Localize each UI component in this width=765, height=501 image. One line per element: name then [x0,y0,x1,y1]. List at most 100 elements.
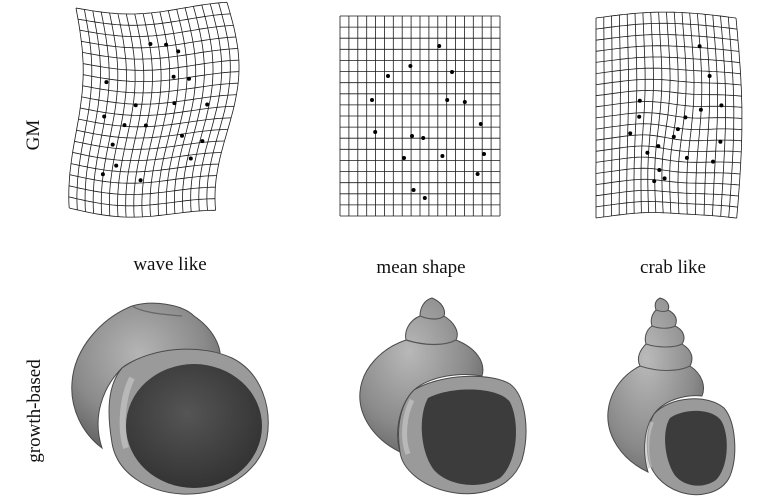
column-label-mean-shape: mean shape [376,257,466,278]
crab-like-deformation-grid [595,11,743,219]
landmark-point [110,142,115,147]
grid-line [720,15,727,217]
landmark-point [373,130,378,134]
landmark-point [422,196,427,200]
grid-line [206,2,231,211]
grid-line [595,189,739,197]
landmark-point [662,176,667,181]
grid-line [669,12,679,214]
grid-line [595,212,737,219]
landmark-point [411,188,416,192]
landmark-point [370,98,374,102]
landmark-point [628,131,633,136]
landmark-point [697,44,702,49]
landmark-point [657,168,662,172]
landmark-point [205,102,210,107]
landmark-point [707,74,712,78]
grid-line [595,178,740,186]
landmark-point [104,80,109,85]
grid-line [595,34,739,41]
landmark-point [645,150,650,155]
grid-line [727,16,735,218]
landmark-point [164,42,169,47]
grid-line [69,207,216,218]
landmark-point [148,42,153,46]
landmark-point [172,101,177,106]
landmark-point [637,98,642,103]
landmark-point [114,163,119,168]
row-label-gm: GM [23,119,44,151]
grid-line [654,12,663,213]
landmark-point [421,136,426,140]
landmark-point [675,127,680,132]
landmark-point [386,74,390,78]
grid-line [686,12,695,215]
landmark-point [711,159,715,164]
landmark-point [410,134,414,138]
grid-line [712,15,718,216]
column-label-crab-like: crab like [640,257,706,278]
landmark-point [478,122,483,126]
landmark-point [684,155,689,160]
landmark-point [138,178,143,183]
landmark-point [122,123,127,128]
grid-line [68,196,216,207]
landmark-point [719,103,724,108]
landmark-point [652,179,657,184]
grid-line [595,145,742,153]
grid-line [68,185,216,195]
landmark-point [637,114,642,119]
crab-like-shell [607,297,736,496]
grid-line [595,200,738,208]
grid-line [595,22,738,30]
grid-line [677,12,687,214]
landmark-point [450,70,454,74]
landmark-point [683,115,688,120]
grid-line [695,13,703,215]
grid-line [595,156,741,164]
landmark-point [143,123,148,128]
landmark-point [462,100,467,104]
grid-line [68,7,84,209]
grid-line [69,174,217,184]
grid-line [595,67,741,75]
grid-line [595,45,739,52]
landmark-point [718,139,723,144]
wave-like-shell [71,302,269,495]
landmark-point [100,172,105,177]
landmark-point [437,44,442,48]
wave-like-deformation-grid [68,1,240,218]
landmark-point [440,154,445,158]
mean-shape-grid [339,15,501,217]
grid-line [198,3,223,211]
grid-line [214,2,240,211]
grid-line [595,112,742,119]
landmark-point [133,103,138,108]
mean-shape-shell [359,297,527,495]
grid-line [595,123,742,131]
landmark-point [102,114,107,119]
landmark-point [176,49,181,54]
grid-line [595,167,741,175]
landmark-point [200,139,205,144]
landmark-point [656,144,661,149]
grid-line [595,56,740,63]
grid-line [703,14,710,216]
grid-line [735,17,743,219]
row-label-growth-based: growth-based [24,359,45,463]
grid-line [595,89,742,97]
landmark-point [698,107,703,112]
landmark-point [475,172,480,176]
landmark-point [445,98,450,102]
landmark-point [408,64,413,68]
landmark-point [188,156,193,161]
grid-line [595,78,742,86]
grid-line [75,1,228,15]
landmark-point [187,76,191,81]
landmark-point [171,74,176,79]
landmark-point [180,133,184,138]
landmark-point [671,134,676,139]
grid-line [661,12,671,213]
landmark-point [482,152,486,156]
landmark-point [402,156,406,160]
